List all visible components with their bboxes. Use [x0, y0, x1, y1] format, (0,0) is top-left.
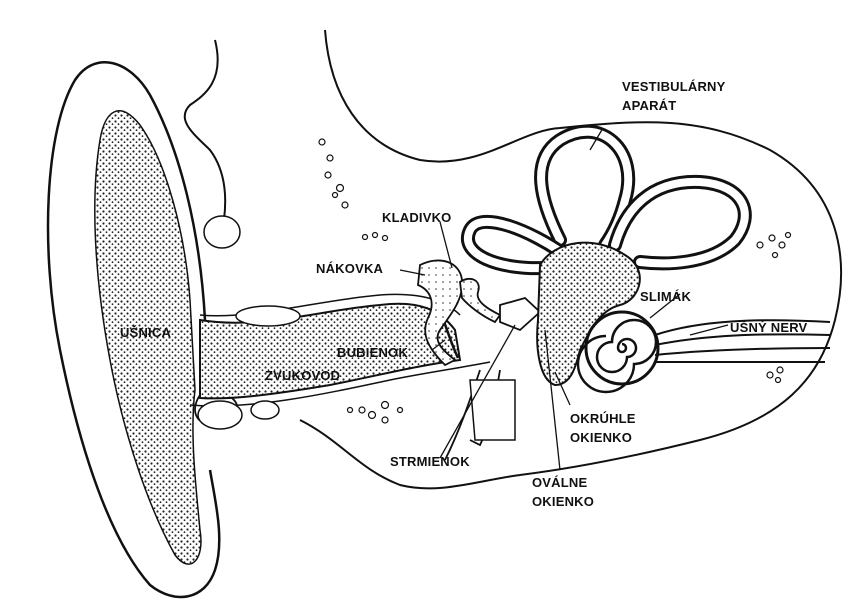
- label-vestibular-1: VESTIBULÁRNY: [622, 79, 726, 94]
- cavity-4: [251, 401, 279, 419]
- label-bubienok: BUBIENOK: [337, 345, 408, 360]
- cavity-2: [236, 306, 300, 326]
- label-usnica: UŠNICA: [120, 325, 171, 340]
- label-ovalne-2: OKIENKO: [532, 494, 594, 509]
- middle-ear-cavity: [470, 380, 515, 440]
- label-slimak: SLIMÁK: [640, 289, 691, 304]
- label-usny-nerv: UŠNÝ NERV: [730, 320, 808, 335]
- label-strmienok: STRMIENOK: [390, 454, 470, 469]
- incus-ossicle: [460, 279, 500, 322]
- cavity-3: [198, 401, 242, 429]
- label-okruhle-1: OKRÚHLE: [570, 411, 636, 426]
- label-kladivko: KLADIVKO: [382, 210, 452, 225]
- label-ovalne-1: OVÁLNE: [532, 475, 588, 490]
- air-cells-right: [757, 233, 791, 383]
- label-nakovka: NÁKOVKA: [316, 261, 384, 276]
- air-cells-upper: [319, 139, 388, 241]
- label-vestibular-2: APARÁT: [622, 98, 676, 113]
- air-cells-lower: [348, 402, 403, 424]
- stapes-ossicle: [500, 298, 540, 330]
- cavity-1: [204, 216, 240, 248]
- label-okruhle-2: OKIENKO: [570, 430, 632, 445]
- label-zvukovod: ZVUKOVOD: [265, 368, 340, 383]
